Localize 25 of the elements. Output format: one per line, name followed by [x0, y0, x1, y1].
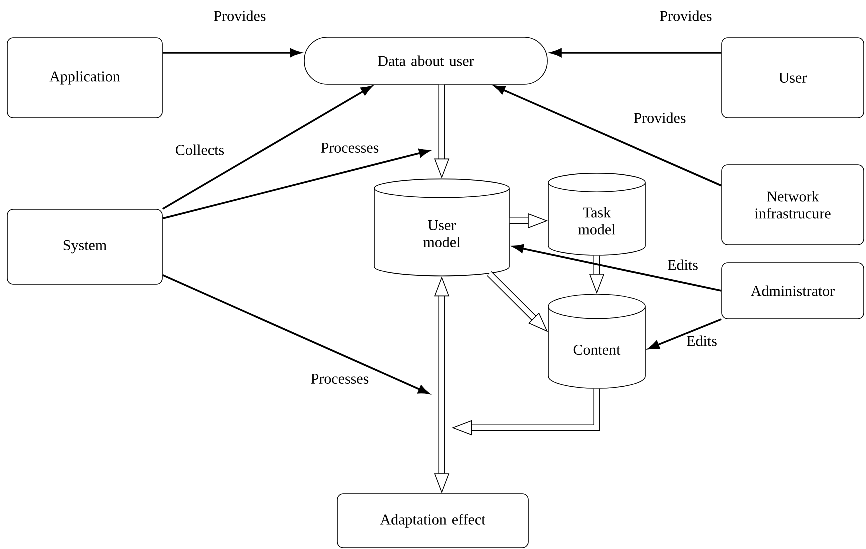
- edge-label: Collects: [174, 144, 226, 156]
- edge-label: Edits: [666, 258, 700, 272]
- edge-label: Processes: [320, 142, 380, 154]
- edge-label: Provides: [632, 112, 688, 124]
- process-box: User: [722, 38, 864, 118]
- edge-label: Provides: [212, 10, 268, 22]
- database-cylinder: User model: [374, 178, 510, 277]
- process-box: Network infrastrucure: [722, 164, 864, 246]
- process-box: System: [7, 209, 163, 285]
- arrow: [550, 48, 722, 58]
- arrow: [162, 86, 372, 210]
- database-cylinder: Content: [548, 294, 646, 389]
- arrow: [648, 318, 722, 350]
- process-box: Adaptation effect: [337, 494, 529, 548]
- process-box: Application: [7, 38, 163, 118]
- arrow: [162, 274, 430, 394]
- edge-label: Edits: [686, 334, 718, 348]
- arrow: [162, 48, 302, 58]
- edge-label: Processes: [310, 373, 370, 385]
- edge-label: Provides: [658, 10, 714, 22]
- database-cylinder: Task model: [548, 173, 646, 256]
- arrow: [162, 148, 430, 220]
- arrow: [512, 244, 722, 292]
- arrow: [494, 86, 722, 187]
- process-box: Administrator: [722, 262, 864, 320]
